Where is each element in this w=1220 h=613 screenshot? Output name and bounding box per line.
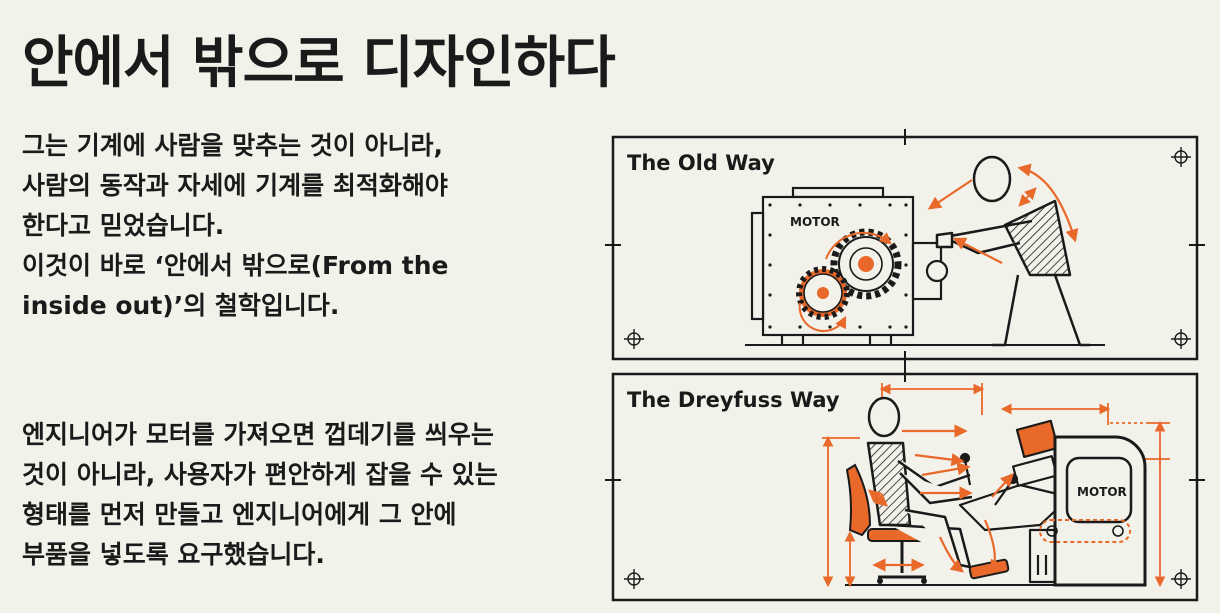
crosshair-icon	[624, 569, 644, 589]
intro-line: 이것이 바로 ‘안에서 밖으로(From the	[22, 251, 449, 280]
dreyfuss-way-label: The Dreyfuss Way	[627, 388, 840, 412]
motor-label: MOTOR	[1077, 485, 1127, 499]
crosshair-icon	[1171, 147, 1191, 167]
page-title: 안에서 밖으로 디자인하다	[22, 31, 616, 96]
intro-paragraph: 그는 기계에 사람을 맞추는 것이 아니라, 사람의 동작과 자세에 기계를 최…	[22, 126, 582, 326]
dimension-lines	[822, 383, 1170, 588]
large-gear	[830, 228, 902, 300]
reach-arrows	[868, 424, 1014, 574]
process-line: 형태를 먼저 만들고 엔지니어에게 그 안에	[22, 500, 457, 529]
motor-label: MOTOR	[790, 215, 840, 229]
pedal	[968, 558, 1010, 580]
old-way-label: The Old Way	[627, 151, 775, 175]
crosshair-icon	[1171, 569, 1191, 589]
crosshair-icon	[1171, 329, 1191, 349]
worker-figure	[935, 155, 1090, 347]
motor-housing	[1039, 435, 1147, 587]
process-line: 엔지니어가 모터를 가져오면 껍데기를 씌우는	[22, 420, 494, 449]
intro-line: 그는 기계에 사람을 맞추는 것이 아니라,	[22, 131, 444, 160]
dreyfuss-way-panel: The Dreyfuss Way	[605, 366, 1205, 602]
intro-line: 한다고 믿었습니다.	[22, 211, 225, 240]
intro-line: inside out)’의 철학입니다.	[22, 291, 340, 320]
process-line: 부품을 넣도록 요구했습니다.	[22, 540, 325, 569]
comparison-diagram: The Old Way MOTOR	[605, 129, 1205, 602]
rivets	[768, 203, 908, 329]
crosshair-icon	[624, 329, 644, 349]
operator-figure	[866, 396, 982, 577]
process-line: 것이 아니라, 사용자가 편안하게 잡을 수 있는	[22, 460, 498, 489]
process-paragraph: 엔지니어가 모터를 가져오면 껍데기를 씌우는 것이 아니라, 사용자가 편안하…	[22, 415, 582, 575]
small-gear	[796, 266, 850, 320]
intro-line: 사람의 동작과 자세에 기계를 최적화해야	[22, 171, 448, 200]
old-way-panel: The Old Way MOTOR	[605, 129, 1205, 367]
